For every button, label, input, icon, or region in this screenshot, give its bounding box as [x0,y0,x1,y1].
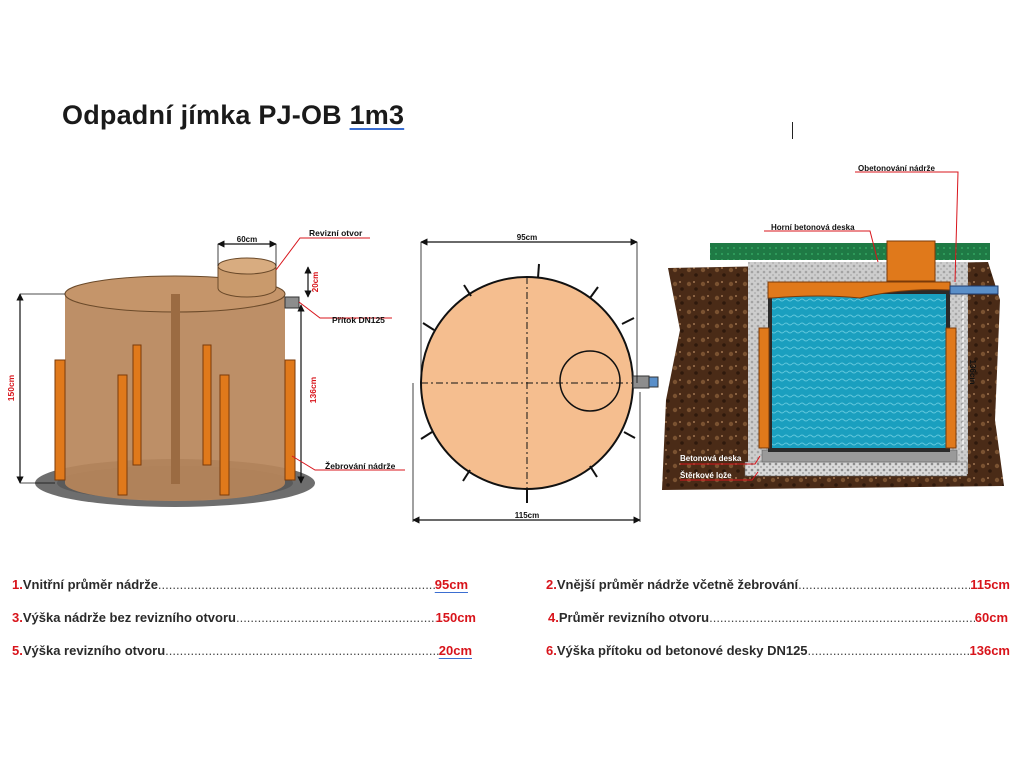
spec-row-6: 6.Výška přítoku od betonové desky DN125.… [546,643,1010,658]
tank-section-view [662,171,1004,490]
spec-row-1: 1.Vnitřní průměr nádrže.................… [12,577,468,592]
tank-top-view [412,238,659,524]
inner-diameter-label: 95cm [517,233,537,242]
encasement-label: Obetonování nádrže [858,164,935,173]
section-rib-left [758,327,770,449]
title-model: 1m3 [349,100,405,130]
spec-row-4: 4.Průměr revizního otvoru...............… [548,610,1008,625]
top-slab-label: Horní betonová deska [771,223,855,232]
revision-width-label: 60cm [237,235,257,244]
outer-diameter-label: 115cm [515,511,539,520]
top-view-revision [559,350,621,412]
base-slab-label: Betonová deska [680,454,742,463]
top-slab [767,281,951,299]
inner-pipe [171,294,180,484]
text-cursor [792,122,793,139]
spec-row-3: 3.Výška nádrže bez revizního otvoru.....… [12,610,476,625]
title-main: Odpadní jímka PJ-OB [62,100,350,130]
inflow-label: Přítok DN125 [332,315,385,325]
gravel-bed [744,461,968,477]
inflow-height-label: 136cm [308,376,318,403]
section-rib-right [945,327,957,449]
tank-ribs [54,344,296,496]
gravel-bed-label: Štěrkové lože [680,471,732,480]
revision-opening [217,265,277,298]
grass-strip [710,243,990,260]
revision-opening-label: Revizní otvor [309,228,363,238]
section-height-label: 136cm [968,360,977,385]
top-view-ribs [420,263,636,503]
inflow-pipe [284,296,300,309]
top-view-inflow [632,375,650,389]
spec-row-2: 2.Vnější průměr nádrže včetně žebrování.… [546,577,1010,592]
section-inflow-pipe [949,285,999,295]
page-title: Odpadní jímka PJ-OB 1m3 [62,100,404,131]
spec-row-5: 5.Výška revizního otvoru................… [12,643,472,658]
total-height-label: 150cm [6,374,16,401]
revision-height-label: 20cm [311,272,320,292]
tank-3d-view [16,237,405,507]
ribs-label: Žebrování nádrže [325,460,396,471]
section-revision [886,240,936,282]
water-fill [772,294,946,448]
